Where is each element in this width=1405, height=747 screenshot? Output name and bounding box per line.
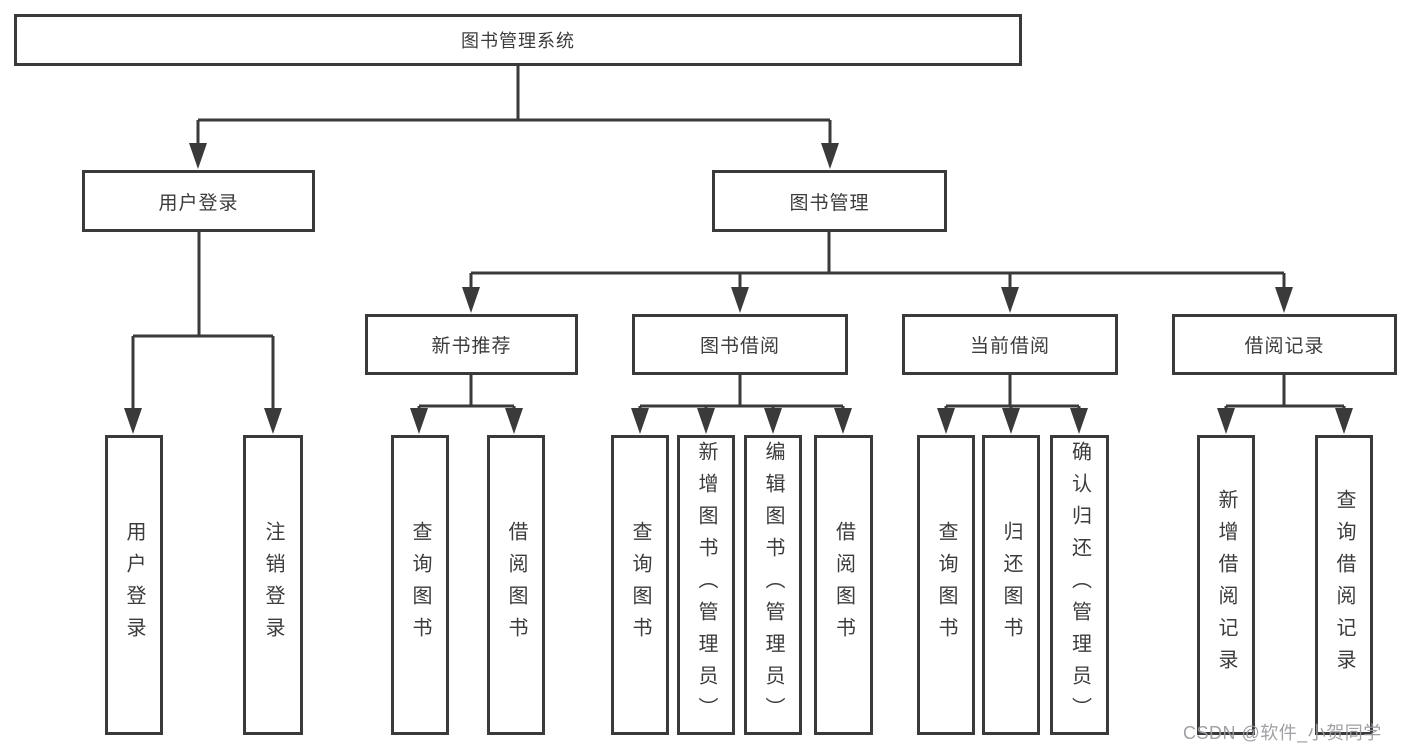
- arrowhead: [124, 408, 142, 434]
- node-leaf-add-books-admin: 新增图书（管理员）: [677, 435, 735, 735]
- arrowhead: [937, 408, 955, 434]
- arrowhead: [731, 287, 749, 313]
- node-leaf-edit-books-admin: 编辑图书（管理员）: [744, 435, 802, 735]
- node-leaf-confirm-return-admin: 确认归还（管理员）: [1050, 435, 1109, 735]
- node-label: 新增借阅记录: [1215, 489, 1237, 681]
- csdn-watermark: CSDN @软件_小贺同学: [1183, 723, 1382, 743]
- node-leaf-query-books-current: 查询图书: [917, 435, 975, 735]
- node-leaf-user-login: 用户登录: [105, 435, 163, 735]
- arrowhead: [410, 408, 428, 434]
- arrowhead: [1002, 408, 1020, 434]
- arrowhead: [1335, 408, 1353, 434]
- node-label: 借阅图书: [505, 521, 527, 649]
- arrowhead: [1275, 287, 1293, 313]
- node-root: 图书管理系统: [14, 14, 1022, 66]
- arrowhead: [821, 143, 839, 169]
- node-leaf-logout-login: 注销登录: [243, 435, 303, 735]
- node-label: 图书管理系统: [461, 31, 575, 51]
- arrowhead: [1070, 408, 1088, 434]
- arrowhead: [764, 408, 782, 434]
- node-label: 确认归还（管理员）: [1068, 441, 1091, 729]
- node-leaf-query-books-borrow: 查询图书: [611, 435, 669, 735]
- node-label: 查询图书: [935, 521, 957, 649]
- node-label: 借阅记录: [1244, 336, 1325, 357]
- node-book-management: 图书管理: [712, 170, 947, 232]
- node-label: 新书推荐: [431, 336, 512, 357]
- node-label: 用户登录: [158, 192, 239, 214]
- node-user-login: 用户登录: [82, 170, 315, 232]
- node-leaf-return-books: 归还图书: [982, 435, 1040, 735]
- node-label: 当前借阅: [969, 336, 1050, 357]
- arrowhead: [1001, 287, 1019, 313]
- node-label: 新增图书（管理员）: [695, 441, 717, 729]
- node-current-borrow: 当前借阅: [902, 314, 1118, 375]
- node-label: 编辑图书（管理员）: [762, 441, 784, 729]
- node-leaf-add-borrow-record: 新增借阅记录: [1197, 435, 1255, 735]
- node-new-book-recommend: 新书推荐: [365, 314, 578, 375]
- arrowhead: [189, 143, 207, 169]
- node-label: 图书管理: [789, 192, 870, 214]
- node-label: 查询图书: [629, 521, 651, 649]
- arrowhead: [462, 287, 480, 313]
- node-leaf-query-borrow-record: 查询借阅记录: [1315, 435, 1373, 735]
- arrowhead: [697, 408, 715, 434]
- node-leaf-borrow-books-2: 借阅图书: [814, 435, 873, 735]
- node-book-borrow: 图书借阅: [632, 314, 848, 375]
- node-label: 用户登录: [123, 521, 145, 649]
- node-label: 查询借阅记录: [1333, 489, 1355, 681]
- node-leaf-borrow-books-recommend: 借阅图书: [487, 435, 545, 735]
- node-label: 查询图书: [409, 521, 431, 649]
- node-label: 归还图书: [1000, 521, 1022, 649]
- node-label: 借阅图书: [832, 521, 855, 649]
- arrowhead: [631, 408, 649, 434]
- node-label: 图书借阅: [699, 336, 780, 357]
- arrowhead: [1217, 408, 1235, 434]
- node-borrow-records: 借阅记录: [1172, 314, 1397, 375]
- arrowhead: [505, 408, 523, 434]
- arrowhead: [834, 408, 852, 434]
- node-label: 注销登录: [262, 521, 284, 649]
- node-leaf-query-books-recommend: 查询图书: [391, 435, 449, 735]
- arrowhead: [264, 408, 282, 434]
